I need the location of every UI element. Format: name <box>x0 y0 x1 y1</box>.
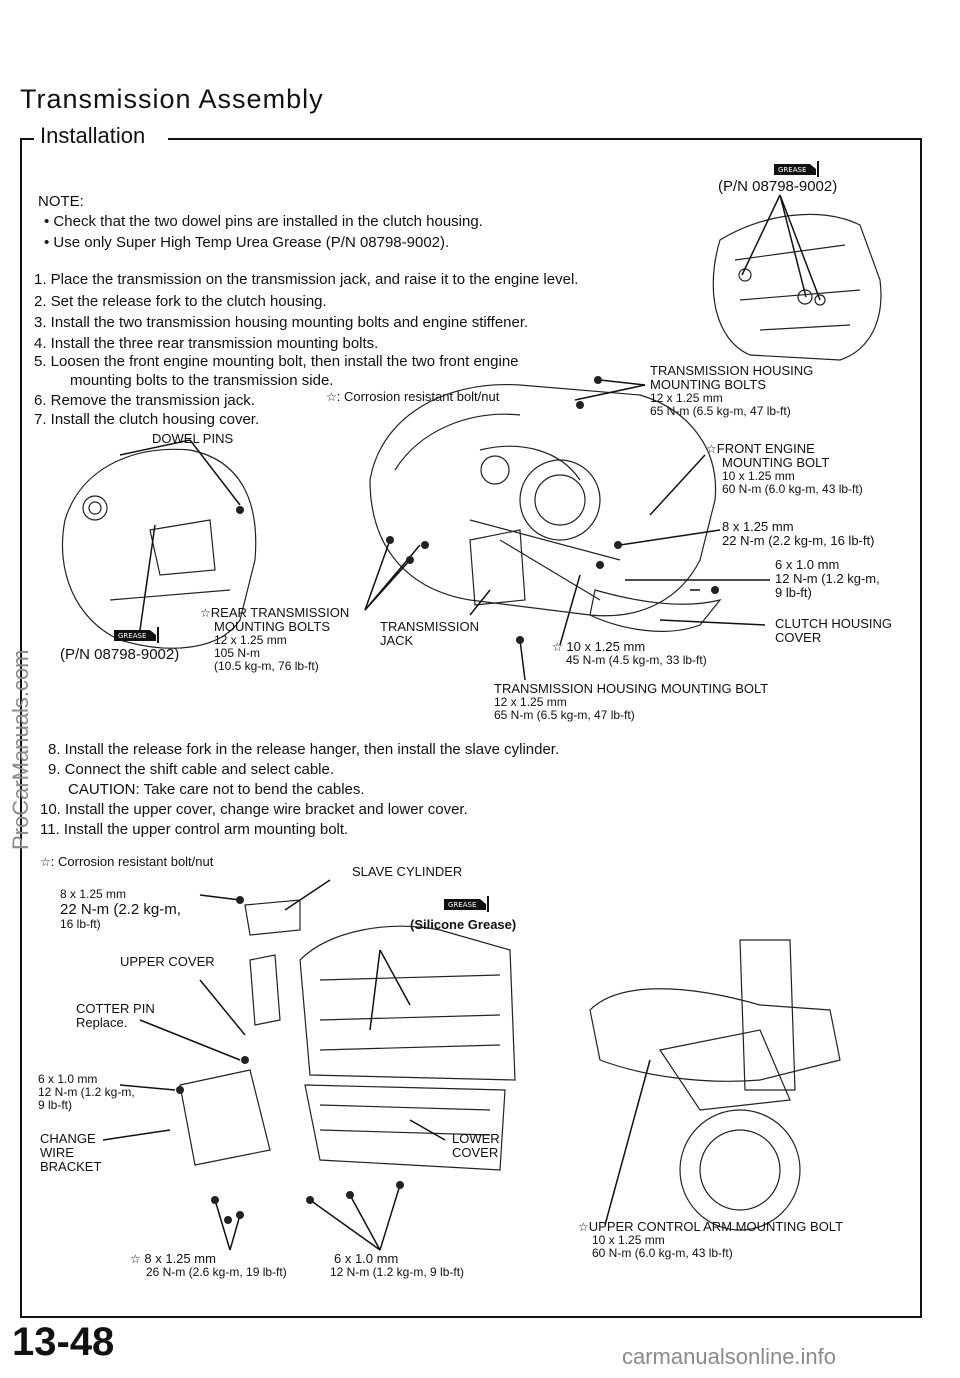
step-11: 11. Install the upper control arm mounti… <box>40 821 349 838</box>
trans-housing-bolts-label: TRANSMISSION HOUSING MOUNTING BOLTS 12 x… <box>650 363 814 418</box>
front-engine-bolt-label: ☆FRONT ENGINE MOUNTING BOLT 10 x 1.25 mm… <box>706 441 863 496</box>
cotter-pin-label: COTTER PIN Replace. <box>76 1001 155 1030</box>
star-icon: ☆ <box>706 442 717 456</box>
watermark-side: ProCarManuals.com <box>8 649 33 850</box>
step-6: 6. Remove the transmission jack. <box>34 392 255 409</box>
upper-arm-bolt-label: ☆UPPER CONTROL ARM MOUNTING BOLT 10 x 1.… <box>578 1219 844 1260</box>
grease-pn-left: (P/N 08798-9002) <box>60 646 180 663</box>
step-9: 9. Connect the shift cable and select ca… <box>48 761 335 778</box>
step-2: 2. Set the release fork to the clutch ho… <box>34 293 327 310</box>
grease-badge-icon: GREASE <box>760 158 824 180</box>
grease-badge-icon: GREASE <box>430 893 494 915</box>
note-label: NOTE: <box>38 193 84 210</box>
bolt-6x10-label: 6 x 1.0 mm 12 N-m (1.2 kg-m, 9 lb-ft) <box>775 557 880 600</box>
frame-rule-right <box>920 138 922 1318</box>
step-3: 3. Install the two transmission housing … <box>34 314 529 331</box>
bottom-bolt-8-label: ☆ 8 x 1.25 mm 26 N-m (2.6 kg-m, 19 lb-ft… <box>130 1251 287 1279</box>
step-1: 1. Place the transmission on the transmi… <box>34 271 579 288</box>
star-icon: ☆ <box>130 1252 141 1266</box>
frame-rule-top <box>168 138 920 140</box>
star-icon: ☆ <box>578 1220 589 1234</box>
note-item: • Check that the two dowel pins are inst… <box>44 213 483 230</box>
transmission-case-sketch <box>712 213 882 361</box>
note-item: • Use only Super High Temp Urea Grease (… <box>44 234 450 251</box>
slave-cylinder-label: SLAVE CYLINDER <box>352 864 463 879</box>
page-title: Transmission Assembly <box>20 84 324 114</box>
grease-badge-icon: GREASE <box>100 624 164 646</box>
note-item-text: Check that the two dowel pins are instal… <box>53 213 483 230</box>
step-4: 4. Install the three rear transmission m… <box>34 335 379 352</box>
upper-cover-label: UPPER COVER <box>120 954 215 969</box>
rear-trans-bolts-label: ☆REAR TRANSMISSION MOUNTING BOLTS 12 x 1… <box>200 605 350 673</box>
watermark-bottom: carmanualsonline.info <box>622 1344 837 1369</box>
star-legend-2: ☆: Corrosion resistant bolt/nut <box>40 854 214 870</box>
step-10: 10. Install the upper cover, change wire… <box>40 801 468 818</box>
lower-cover-label: LOWER COVER <box>452 1131 500 1160</box>
star-legend-text: Corrosion resistant bolt/nut <box>344 389 500 404</box>
step-8: 8. Install the release fork in the relea… <box>48 741 560 758</box>
bolt-10x125-label: ☆ 10 x 1.25 mm 45 N-m (4.5 kg-m, 33 lb-f… <box>552 639 707 667</box>
note-item-text: Use only Super High Temp Urea Grease (P/… <box>53 234 450 251</box>
bolt-8x125-label: 8 x 1.25 mm 22 N-m (2.2 kg-m, 16 lb-ft) <box>722 519 875 548</box>
section-subtitle: Installation <box>40 123 146 148</box>
bottom-bolt-6-label: 6 x 1.0 mm 12 N-m (1.2 kg-m, 9 lb-ft) <box>330 1251 465 1279</box>
bolt-marks <box>176 376 719 1224</box>
lower-transmission-sketch <box>179 899 516 1171</box>
step-7: 7. Install the clutch housing cover. <box>34 411 260 428</box>
star-legend: ☆: Corrosion resistant bolt/nut <box>326 389 500 405</box>
grease-pn-top: (P/N 08798-9002) <box>718 178 838 195</box>
star-icon: ☆ <box>40 855 51 869</box>
clutch-cover-label: CLUTCH HOUSING COVER <box>775 616 893 645</box>
bolt-6x10-fig2-label: 6 x 1.0 mm 12 N-m (1.2 kg-m, 9 lb-ft) <box>38 1072 135 1112</box>
trans-housing-bolt-label: TRANSMISSION HOUSING MOUNTING BOLT 12 x … <box>494 681 769 722</box>
svg-text:GREASE: GREASE <box>778 166 806 174</box>
frame-rule-left <box>20 138 22 1316</box>
step-5: 5. Loosen the front engine mounting bolt… <box>34 353 519 370</box>
suspension-sketch <box>589 939 841 1231</box>
star-icon: ☆ <box>326 390 337 404</box>
page-number: 13-48 <box>12 1320 115 1364</box>
frame-rule-top-left <box>20 138 34 140</box>
caution-text: CAUTION: Take care not to bend the cable… <box>68 781 365 798</box>
star-icon: ☆ <box>200 606 211 620</box>
clutch-housing-sketch <box>61 448 257 649</box>
step-5-cont: mounting bolts to the transmission side. <box>70 372 334 389</box>
svg-text:GREASE: GREASE <box>448 901 476 909</box>
leader-lines <box>102 194 821 1251</box>
trans-jack-label: TRANSMISSION JACK <box>380 619 479 648</box>
star-icon: ☆ <box>552 640 563 654</box>
engine-bay-sketch <box>369 383 722 632</box>
bolt-8x125-fig2-label: 8 x 1.25 mm 22 N-m (2.2 kg-m, 16 lb-ft) <box>60 887 181 931</box>
silicone-grease-label: (Silicone Grease) <box>410 917 517 932</box>
svg-text:GREASE: GREASE <box>118 632 146 640</box>
frame-rule-bottom <box>20 1316 922 1318</box>
change-wire-bracket-label: CHANGE WIRE BRACKET <box>40 1131 102 1174</box>
dowel-pins-label: DOWEL PINS <box>152 431 234 446</box>
